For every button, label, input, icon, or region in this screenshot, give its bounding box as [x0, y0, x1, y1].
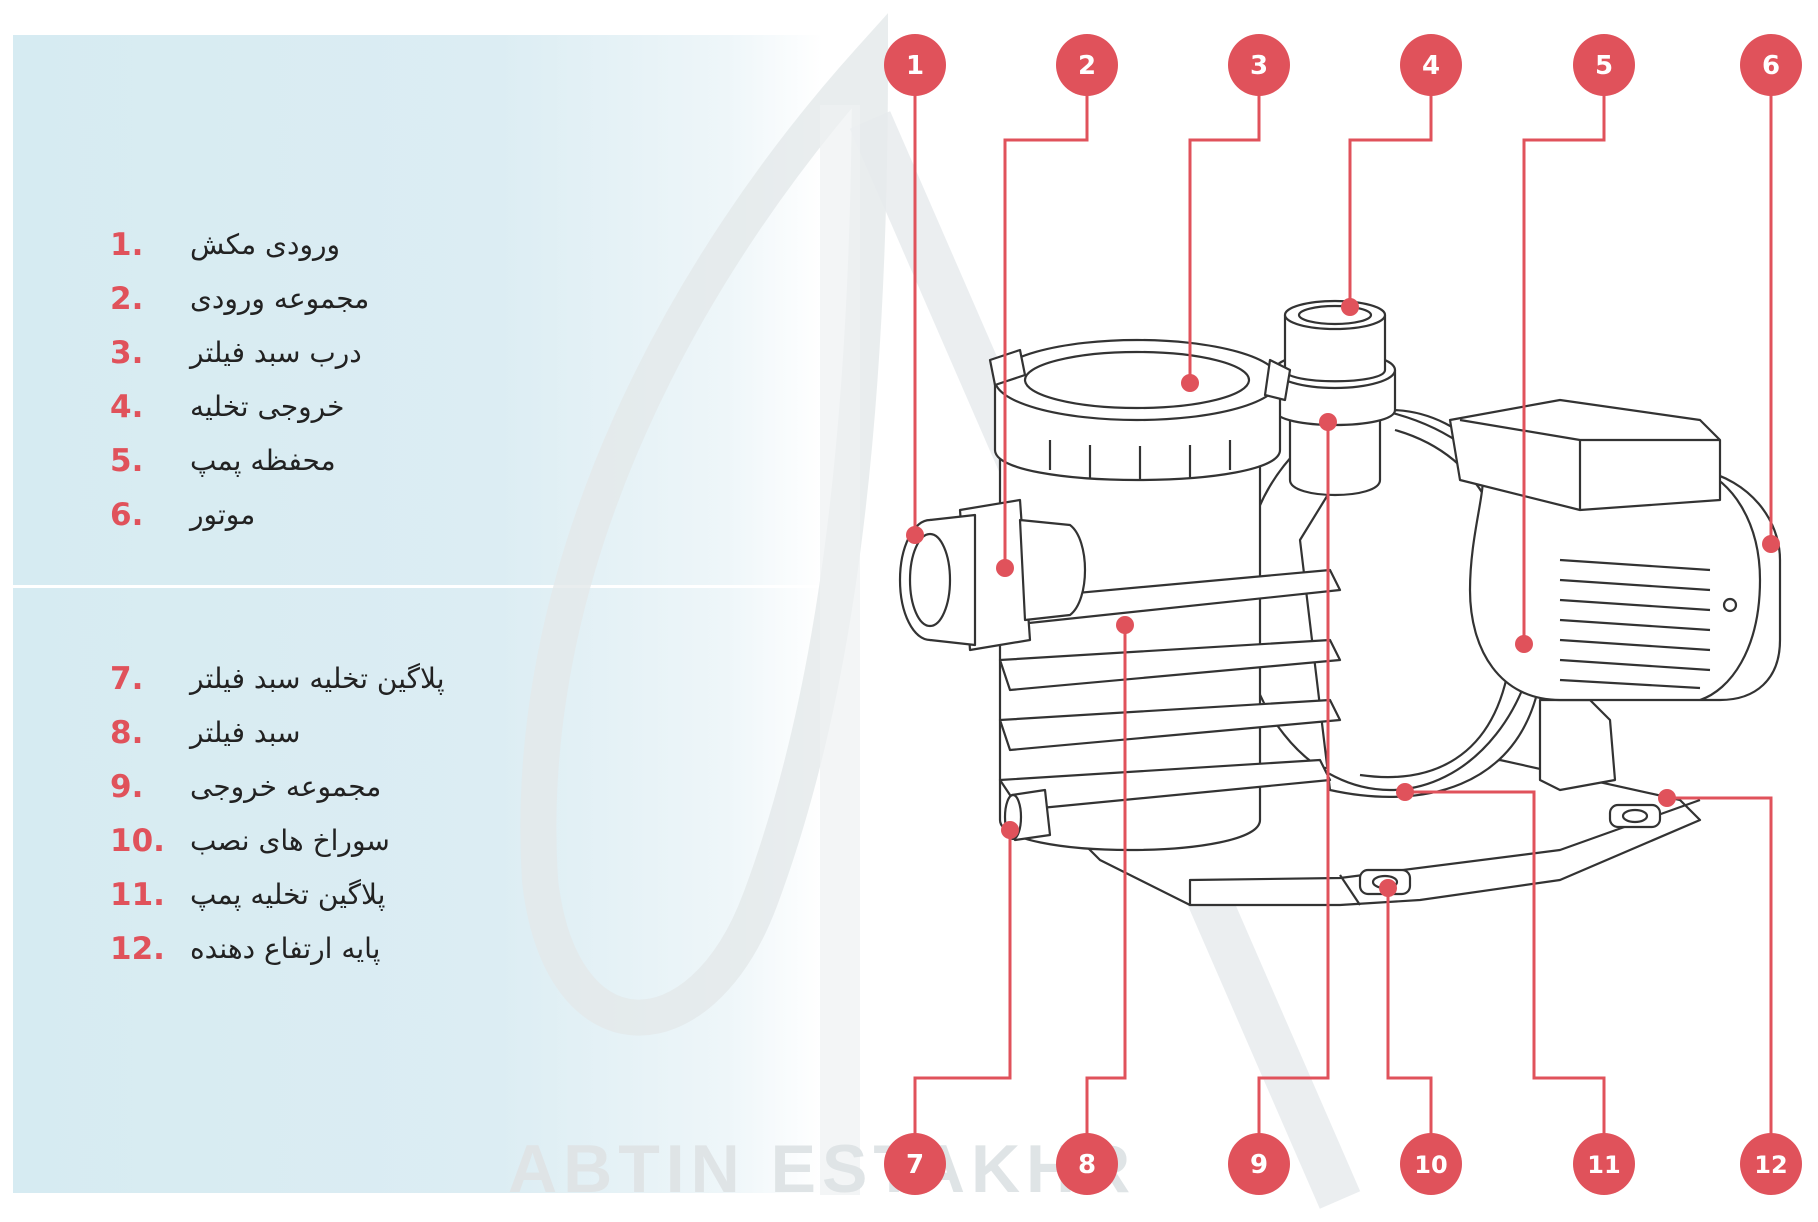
callout-dot-5	[1515, 635, 1533, 653]
callout-line-4	[1348, 65, 1433, 305]
legend-number: 8.	[110, 715, 144, 751]
callout-dot-3	[1181, 374, 1199, 392]
callout-10: 10	[1400, 1133, 1462, 1195]
callout-line-10	[1386, 888, 1433, 1164]
callout-number: 12	[1754, 1151, 1787, 1179]
legend-number: 9.	[110, 769, 144, 805]
legend-number: 11.	[110, 877, 165, 913]
callout-dot-7	[1001, 821, 1019, 839]
legend-number: 10.	[110, 823, 165, 859]
callout-number: 1	[906, 51, 924, 81]
callout-11: 11	[1573, 1133, 1635, 1195]
watermark-text: ABTIN ESTAKHR	[508, 1131, 1137, 1207]
legend-number: 12.	[110, 931, 165, 967]
callout-number: 7	[906, 1150, 924, 1180]
callout-number: 10	[1414, 1151, 1447, 1179]
callout-6: 6	[1740, 34, 1802, 96]
callout-number: 4	[1422, 51, 1440, 81]
legend-number: 3.	[110, 335, 144, 371]
pump-drawing	[898, 299, 1782, 907]
callout-line-11	[1405, 790, 1606, 1164]
callout-12: 12	[1740, 1133, 1802, 1195]
callout-8: 8	[1056, 1133, 1118, 1195]
callout-line-9	[1257, 422, 1330, 1164]
callout-line-12	[1667, 796, 1773, 1164]
callout-dot-8	[1116, 616, 1134, 634]
callout-dot-2	[996, 559, 1014, 577]
legend-label: پلاگین تخلیه پمپ	[190, 878, 386, 911]
callout-number: 3	[1250, 51, 1268, 81]
legend-label: مجموعه ورودی	[190, 282, 370, 315]
legend-label: سبد فیلتر	[190, 716, 301, 749]
legend-label: مجموعه خروجی	[190, 770, 382, 803]
legend-number: 6.	[110, 497, 144, 533]
terminal-box	[1448, 398, 1722, 512]
legend-number: 2.	[110, 281, 144, 317]
legend-label: ورودی مکش	[190, 228, 341, 261]
callout-number: 11	[1587, 1151, 1620, 1179]
callout-lines	[913, 65, 1773, 1164]
legend-number: 1.	[110, 227, 144, 263]
callout-line-8	[1085, 625, 1127, 1164]
callout-number: 9	[1250, 1150, 1268, 1180]
legend-label: خروجی تخلیه	[190, 390, 345, 423]
callout-line-3	[1188, 65, 1261, 380]
callout-number: 8	[1078, 1150, 1096, 1180]
callout-dot-12	[1658, 789, 1676, 807]
callout-2: 2	[1056, 34, 1118, 96]
callout-9: 9	[1228, 1133, 1290, 1195]
legend-label: محفظه پمپ	[190, 444, 336, 477]
legend-label: موتور	[190, 498, 256, 531]
legend-label: سوراخ های نصب	[190, 824, 390, 857]
callout-number: 5	[1595, 51, 1613, 81]
callout-5: 5	[1573, 34, 1635, 96]
legend-number: 5.	[110, 443, 144, 479]
legend-label: پلاگین تخلیه سبد فیلتر	[190, 662, 445, 695]
callout-dot-10	[1379, 879, 1397, 897]
callouts-bottom: 7 8 9 10 11 12	[884, 1133, 1802, 1195]
callout-dot-6	[1762, 535, 1780, 553]
callout-line-5	[1522, 65, 1606, 642]
callout-1: 1	[884, 34, 946, 96]
callout-dot-9	[1319, 413, 1337, 431]
legend-divider	[13, 585, 823, 588]
legend-number: 7.	[110, 661, 144, 697]
callout-dot-11	[1396, 783, 1414, 801]
callout-dot-1	[906, 526, 924, 544]
callouts-top: 1 2 3 4 5 6	[884, 34, 1802, 96]
legend-number: 4.	[110, 389, 144, 425]
callout-3: 3	[1228, 34, 1290, 96]
callout-4: 4	[1400, 34, 1462, 96]
callout-line-2	[1003, 65, 1089, 568]
legend-label: پایه ارتفاع دهنده	[190, 932, 381, 965]
callout-dots	[906, 298, 1780, 897]
callout-line-7	[913, 830, 1012, 1164]
legend-label: درب سبد فیلتر	[190, 336, 362, 369]
callout-number: 6	[1762, 51, 1780, 81]
callout-number: 2	[1078, 51, 1096, 81]
callout-7: 7	[884, 1133, 946, 1195]
callout-dot-4	[1341, 298, 1359, 316]
